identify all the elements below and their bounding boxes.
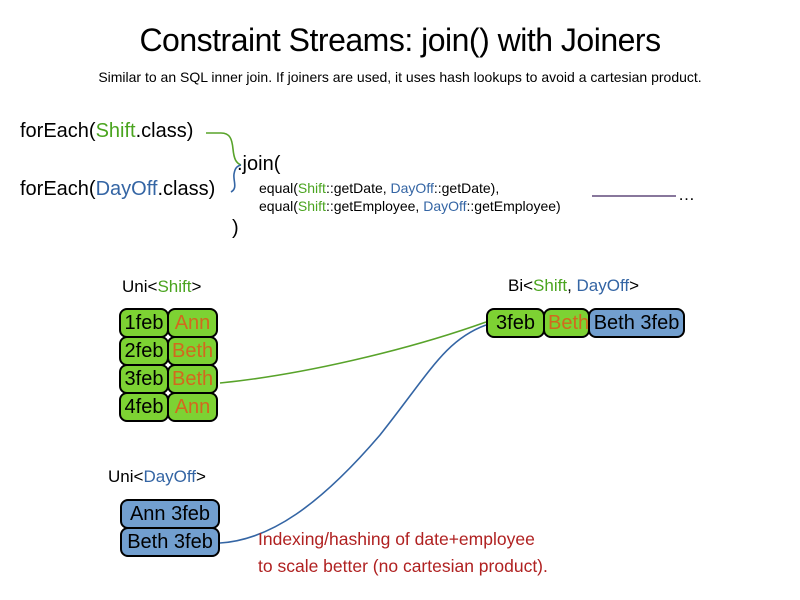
bi-dayoff-cell: Beth 3feb — [588, 308, 685, 338]
bi-shift-date-cell: 3feb — [486, 308, 545, 338]
uni-dayoff-label-class: DayOff — [143, 467, 197, 486]
indexing-note-line1: Indexing/hashing of date+employee — [258, 529, 535, 549]
uni-dayoff-label-prefix: Uni< — [108, 467, 144, 486]
shift-date-cell: 3feb — [119, 364, 169, 394]
bi-label-dayoff: DayOff — [576, 276, 630, 295]
foreach-shift-class: Shift — [95, 120, 136, 142]
dayoff-cell: Ann 3feb — [120, 499, 220, 529]
uni-shift-label-class: Shift — [157, 277, 192, 296]
bi-label-shift: Shift — [533, 276, 568, 295]
uni-shift-row-2: 2feb Beth — [119, 336, 218, 366]
shift-date-cell: 4feb — [119, 392, 169, 422]
uni-dayoff-label: Uni<DayOff> — [108, 467, 206, 487]
joiner1-prefix: equal( — [259, 180, 298, 196]
bi-label-suffix: > — [629, 276, 640, 295]
shift-employee-cell: Ann — [167, 392, 218, 422]
uni-dayoff-table: Ann 3feb Beth 3feb — [120, 499, 220, 557]
brace-lower-blue — [230, 164, 242, 193]
joiner2-prefix: equal( — [259, 198, 298, 214]
joiner-equal-date: equal(Shift::getDate, DayOff::getDate), — [259, 180, 499, 196]
brace-upper-green — [206, 132, 242, 166]
bi-shift-employee-cell: Beth — [543, 308, 590, 338]
foreach-dayoff-line: forEach(DayOff.class) — [20, 178, 215, 201]
page-subtitle: Similar to an SQL inner join. If joiners… — [98, 69, 702, 85]
dayoff-match-line — [219, 324, 487, 544]
uni-shift-label-prefix: Uni< — [122, 277, 158, 296]
shift-date-cell: 2feb — [119, 336, 169, 366]
joiner2-left-rest: ::getEmployee, — [325, 198, 424, 214]
uni-shift-row-3: 3feb Beth — [119, 364, 218, 394]
joiner-equal-employee: equal(Shift::getEmployee, DayOff::getEmp… — [259, 198, 561, 214]
joiner1-right-class: DayOff — [390, 180, 434, 196]
uni-dayoff-row-1: Ann 3feb — [120, 499, 220, 529]
foreach-shift-prefix: forEach( — [20, 120, 96, 142]
more-joiners-ellipsis: … — [678, 185, 695, 204]
uni-shift-label: Uni<Shift> — [122, 277, 201, 297]
joiner1-left-class: Shift — [297, 180, 326, 196]
join-close: ) — [232, 217, 239, 239]
uni-shift-row-4: 4feb Ann — [119, 392, 218, 422]
uni-shift-row-1: 1feb Ann — [119, 308, 218, 338]
shift-match-line — [219, 321, 487, 384]
shift-date-cell: 1feb — [119, 308, 169, 338]
foreach-dayoff-suffix: .class) — [157, 178, 216, 200]
foreach-dayoff-prefix: forEach( — [20, 178, 96, 200]
shift-employee-cell: Beth — [167, 364, 218, 394]
joiner1-left-rest: ::getDate, — [325, 180, 391, 196]
join-open: .join( — [237, 153, 281, 175]
joiner1-right-rest: ::getDate), — [433, 180, 500, 196]
joiner2-right-rest: ::getEmployee) — [466, 198, 561, 214]
foreach-shift-suffix: .class) — [135, 120, 194, 142]
indexing-note-line2: to scale better (no cartesian product). — [258, 556, 548, 576]
uni-shift-table: 1feb Ann 2feb Beth 3feb Beth 4feb Ann — [119, 308, 218, 422]
indexing-note: Indexing/hashing of date+employee to sca… — [258, 526, 548, 580]
joiner2-right-class: DayOff — [423, 198, 467, 214]
uni-shift-label-suffix: > — [191, 277, 202, 296]
foreach-dayoff-class: DayOff — [95, 178, 158, 200]
uni-dayoff-row-2: Beth 3feb — [120, 527, 220, 557]
bi-label-sep: , — [567, 276, 577, 295]
joiner2-left-class: Shift — [297, 198, 326, 214]
page-title: Constraint Streams: join() with Joiners — [139, 22, 661, 58]
shift-employee-cell: Ann — [167, 308, 218, 338]
shift-employee-cell: Beth — [167, 336, 218, 366]
dayoff-cell: Beth 3feb — [120, 527, 220, 557]
bi-label-prefix: Bi< — [508, 276, 534, 295]
foreach-shift-line: forEach(Shift.class) — [20, 120, 193, 143]
bi-result-row: 3feb Beth Beth 3feb — [486, 308, 685, 338]
uni-dayoff-label-suffix: > — [196, 467, 206, 486]
bi-label: Bi<Shift, DayOff> — [508, 276, 639, 296]
